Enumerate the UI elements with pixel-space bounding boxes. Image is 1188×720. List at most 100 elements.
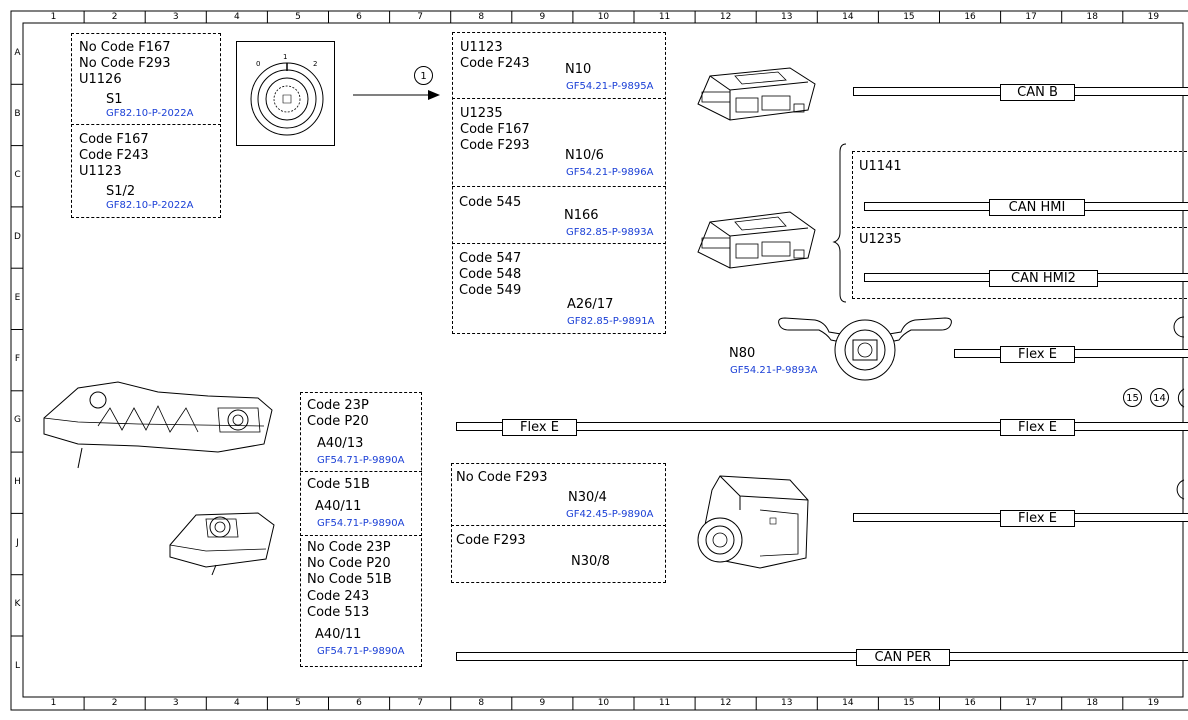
grid-column-label: 6: [356, 698, 362, 708]
grid-column-label: 12: [719, 698, 732, 708]
grid-column-label: 9: [539, 698, 546, 708]
hmi-box-divider: [852, 227, 1188, 228]
callout-number-partial: [1176, 479, 1185, 500]
control-unit-illustration: [697, 211, 816, 269]
component-label-a40-11: A40/11: [315, 499, 362, 514]
condition-line: Code 547: [459, 251, 522, 266]
radar-sensor-illustration: [169, 512, 275, 576]
condition-line: U1235: [859, 232, 902, 247]
callout-number: 15: [1123, 388, 1142, 407]
signal-arrow: [353, 90, 440, 100]
condition-line: U1123: [79, 164, 122, 179]
callout-number-partial: [1177, 388, 1185, 408]
grid-column-label: 15: [903, 12, 915, 22]
grid-column-label: 13: [781, 698, 793, 708]
condition-line: Code 51B: [307, 477, 370, 492]
condition-line: Code 23P: [307, 398, 369, 413]
condition-line: Code F167: [79, 132, 149, 147]
grid-column-label: 10: [597, 12, 610, 22]
grid-column-label: 16: [964, 698, 976, 708]
condition-line: Code F243: [79, 148, 149, 163]
condition-line: Code F243: [460, 56, 530, 71]
condition-line: Code F167: [460, 122, 530, 137]
reference-link[interactable]: GF54.71-P-9890A: [317, 518, 405, 529]
reference-link[interactable]: GF42.45-P-9890A: [566, 509, 654, 520]
grid-column-label: 5: [295, 698, 301, 708]
condition-line: Code 549: [459, 283, 522, 298]
component-label-n30-8: N30/8: [571, 554, 610, 569]
reference-link[interactable]: GF82.10-P-2022A: [106, 108, 194, 119]
bus-label-flex-e: Flex E: [1000, 510, 1075, 527]
grid-column-label: 19: [1147, 698, 1160, 708]
condition-line: Code F293: [460, 138, 530, 153]
grid-row-label: G: [14, 415, 21, 426]
control-unit-code-box: [452, 32, 666, 334]
grid-column-label: 6: [356, 12, 362, 22]
control-box-divider: [452, 186, 666, 187]
component-label-s1-2: S1/2: [106, 184, 136, 199]
condition-line: Code 548: [459, 267, 522, 282]
reference-link[interactable]: GF54.21-P-9893A: [730, 365, 818, 376]
grid-row-label: E: [14, 292, 21, 303]
component-label-n30-4: N30/4: [568, 490, 607, 505]
condition-line: No Code F293: [79, 56, 171, 71]
grid-row-label: F: [14, 354, 21, 365]
component-label-a26-17: A26/17: [567, 297, 614, 312]
radar-sensor-assembly-illustration: [43, 381, 273, 469]
grid-row-label: L: [14, 660, 20, 671]
grid-column-label: 7: [417, 12, 423, 22]
grid-row-label: D: [14, 231, 21, 242]
callout-number: 1: [414, 66, 433, 85]
hmi-code-box: [852, 151, 1188, 299]
grid-column-label: 11: [658, 698, 671, 708]
reference-link[interactable]: GF82.85-P-9893A: [566, 227, 654, 238]
grid-row-label: H: [14, 476, 21, 487]
reference-link[interactable]: GF54.71-P-9890A: [317, 646, 405, 657]
reference-link[interactable]: GF54.71-P-9890A: [317, 455, 405, 466]
grid-column-label: 14: [842, 698, 854, 708]
control-box-divider: [452, 98, 666, 99]
reference-link[interactable]: GF82.85-P-9891A: [567, 316, 655, 327]
bus-label-flex-e: Flex E: [1000, 346, 1075, 363]
switch-position-run: 2: [313, 60, 317, 68]
grid-row-label: J: [16, 538, 19, 549]
switch-code-box: [71, 33, 221, 218]
grid-column-label: 2: [111, 12, 118, 22]
callout-number: 14: [1150, 388, 1169, 407]
grid-column-label: 8: [478, 12, 485, 22]
grid-column-label: 5: [295, 12, 301, 22]
grid-column-label: 10: [597, 698, 610, 708]
can-per-bus-line: [456, 652, 1188, 661]
condition-line: Code 545: [459, 195, 522, 210]
lock-code-box: [451, 463, 666, 583]
grid-column-label: 18: [1086, 12, 1098, 22]
condition-line: U1141: [859, 159, 902, 174]
condition-line: No Code P20: [307, 556, 391, 571]
condition-line: U1235: [460, 106, 503, 121]
switch-position-off: 0: [256, 60, 260, 68]
condition-line: Code F293: [456, 533, 526, 548]
condition-line: Code 243: [307, 589, 370, 604]
grid-column-label: 13: [781, 12, 793, 22]
reference-link[interactable]: GF54.21-P-9896A: [566, 167, 654, 178]
component-label-n10: N10: [565, 62, 592, 77]
ignition-switch-illustration: 0 1 2: [236, 41, 335, 146]
grid-column-label: 2: [111, 698, 118, 708]
radar-code-box: [300, 392, 422, 667]
condition-line: No Code F293: [456, 470, 548, 485]
grid-column-label: 17: [1025, 698, 1037, 708]
control-unit-illustration: [697, 67, 816, 121]
condition-line: U1126: [79, 72, 122, 87]
condition-line: U1123: [460, 40, 503, 55]
grid-row-label: K: [14, 599, 21, 610]
control-box-divider: [452, 243, 666, 244]
reference-link[interactable]: GF54.21-P-9895A: [566, 81, 654, 92]
grid-row-label: C: [14, 170, 21, 181]
grid-column-label: 4: [233, 698, 240, 708]
grid-column-label: 18: [1086, 698, 1098, 708]
grid-column-label: 19: [1147, 12, 1160, 22]
bus-label-flex-e: Flex E: [502, 419, 577, 436]
reference-link[interactable]: GF82.10-P-2022A: [106, 200, 194, 211]
component-label-n166: N166: [564, 208, 599, 223]
